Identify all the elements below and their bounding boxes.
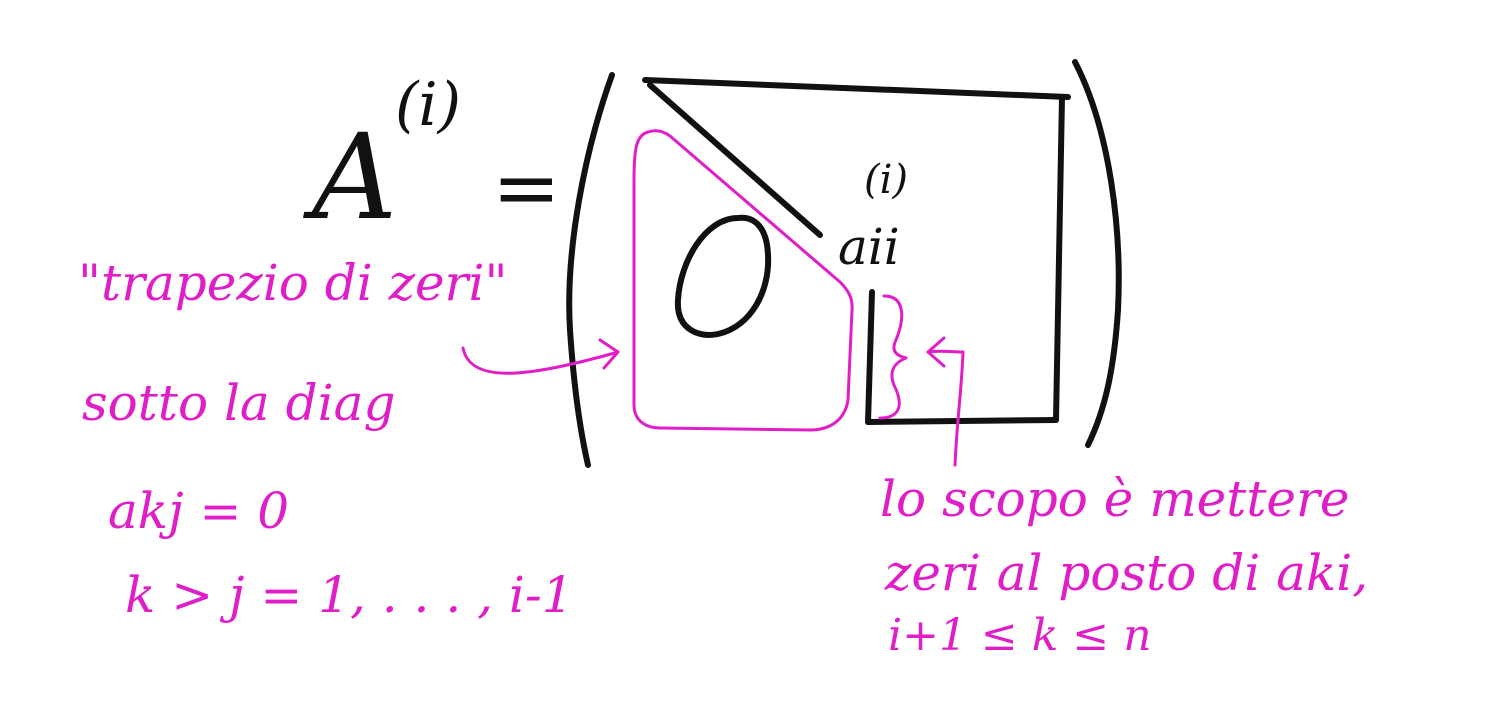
trapezoid-label-line1: "trapezio di zeri" [78,254,508,312]
trapezoid-arrowhead [598,338,620,370]
goal-line3: i+1 ≤ k ≤ n [888,610,1152,661]
matrix-right-edge [1053,94,1065,423]
matrix-lhs-superscript: (i) [395,70,462,140]
zero-block-label: 0 [1,1,2,2]
goal-arrow [926,349,965,467]
matrix-lhs-letter: A [312,108,398,246]
column-brace [878,294,908,420]
matrix-top-edge [642,77,1071,100]
trapezoid-label-line2: sotto la diag [82,374,396,432]
left-parenthesis [566,72,615,468]
submatrix-bottom-edge [865,417,1059,425]
diagonal-line [647,82,823,238]
zero-block-glyph [674,214,772,338]
submatrix-left-edge [865,289,875,425]
condition-line1: akj = 0 [108,482,290,540]
goal-line1: lo scopo è mettere [880,470,1350,528]
goal-line2: zeri al posto di aki, [885,544,1369,602]
equals-sign: = [492,141,561,236]
trapezoid-arrow [461,346,620,375]
condition-line2: k > j = 1, . . . , i-1 [125,566,574,624]
right-parenthesis [1072,59,1122,448]
pivot-label: aii [838,218,900,276]
trapezoid-outline [632,129,854,432]
pivot-superscript: (i) [864,157,909,203]
goal-arrowhead [926,336,946,368]
